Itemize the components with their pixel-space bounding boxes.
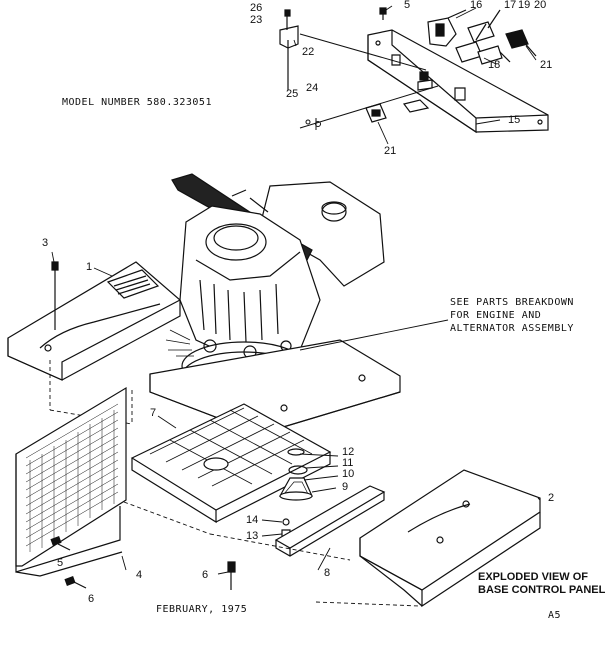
callout-8: 8 <box>324 567 331 579</box>
callout-5-top: 5 <box>404 0 411 11</box>
engine-note-line-1: SEE PARTS BREAKDOWN <box>450 297 574 308</box>
callout-15: 15 <box>508 114 521 126</box>
toggle-switch <box>506 30 536 56</box>
callout-23: 23 <box>250 14 263 26</box>
screw-top <box>380 8 386 20</box>
callout-17: 17 <box>504 0 517 11</box>
callout-21-lower: 21 <box>384 145 397 157</box>
callout-2: 2 <box>548 492 555 504</box>
callout-11: 11 <box>342 457 354 469</box>
vibration-mounts <box>280 449 312 538</box>
callout-6-left: 6 <box>88 593 95 605</box>
callout-25: 25 <box>286 88 299 100</box>
callout-3: 3 <box>42 237 49 249</box>
callout-1: 1 <box>86 261 93 273</box>
callout-16: 16 <box>470 0 483 11</box>
callout-10: 10 <box>342 468 355 480</box>
right-cover-panel <box>360 470 540 606</box>
callout-24: 24 <box>306 82 319 94</box>
callout-7: 7 <box>150 407 157 419</box>
callout-21-right: 21 <box>540 59 553 71</box>
page-code: A5 <box>548 610 562 621</box>
callout-4: 4 <box>136 569 143 581</box>
exploded-view-title-line-1: EXPLODED VIEW OF <box>478 571 589 583</box>
exploded-view-title-line-2: BASE CONTROL PANEL <box>478 584 606 596</box>
control-panel-bracket <box>368 30 548 132</box>
date-label: FEBRUARY, 1975 <box>156 604 248 615</box>
bottom-dashed-lines <box>124 502 420 606</box>
left-cover-panel <box>8 262 180 380</box>
callout-leaders <box>52 6 540 574</box>
screw-3 <box>52 262 58 330</box>
callout-12: 12 <box>342 446 355 458</box>
receptacle <box>428 10 466 46</box>
callout-5-lower: 5 <box>57 557 64 569</box>
fuse-holders <box>456 10 510 64</box>
mounting-bracket <box>280 10 298 90</box>
engine-mounting-plate <box>150 340 400 434</box>
mounting-rail <box>276 486 384 556</box>
bottom-screws <box>51 537 235 590</box>
callout-20: 20 <box>534 0 547 11</box>
callout-22: 22 <box>302 46 315 58</box>
callout-18: 18 <box>488 59 501 71</box>
model-number-label: MODEL NUMBER 580.323051 <box>62 97 212 108</box>
front-grille <box>16 388 126 576</box>
engine-leader <box>300 320 448 350</box>
assembly-lines-top <box>300 34 438 130</box>
engine-note-line-2: FOR ENGINE AND <box>450 310 542 321</box>
frame-dashed-lines <box>50 360 132 424</box>
callout-6-center: 6 <box>202 569 209 581</box>
callout-9: 9 <box>342 481 349 493</box>
callout-13: 13 <box>246 530 259 542</box>
callout-19: 19 <box>518 0 531 11</box>
callout-14: 14 <box>246 514 259 526</box>
callout-26: 26 <box>250 2 263 14</box>
engine-note-line-3: ALTERNATOR ASSEMBLY <box>450 323 574 334</box>
